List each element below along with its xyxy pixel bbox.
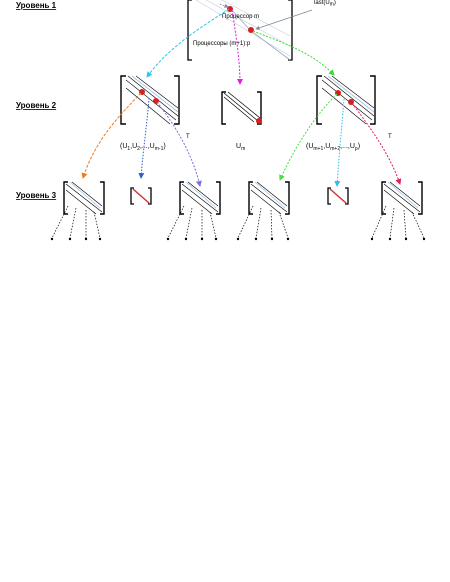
level3-matrix-f <box>381 181 423 215</box>
processor-m-label: Процессор m <box>222 14 259 20</box>
level2-right-label: (Um+1,Um+2,...,Up) <box>306 143 360 152</box>
level1-matrix <box>187 0 313 61</box>
arrow-l2-right-to-a <box>279 93 338 181</box>
level1-bracket-left <box>187 0 192 61</box>
level-2-label: Уровень 2 <box>16 101 57 110</box>
processor-m-dot <box>227 6 233 12</box>
level3-leaf-dots <box>50 237 426 241</box>
arrow-l1-to-center <box>231 9 243 85</box>
level3-leaf-fan-f <box>371 205 425 239</box>
level3-leaf-fan-a <box>51 205 101 239</box>
level3-matrix-a <box>63 181 105 215</box>
level-3-label: Уровень 3 <box>16 191 57 200</box>
processors-range-dot <box>248 27 254 33</box>
level2-right-matrix <box>316 75 376 125</box>
level3-matrix-b <box>130 187 152 205</box>
level2-left-matrix <box>120 75 180 125</box>
level3-leaf-fan-c <box>167 205 217 239</box>
level2-center-matrix <box>221 91 262 125</box>
level3-matrix-c <box>179 181 221 215</box>
level3-matrix-e <box>327 187 349 205</box>
level2-left-transpose: T <box>186 134 190 140</box>
level2-center-label: Um <box>236 143 245 152</box>
level1-bracket-right <box>288 0 293 61</box>
last-label: last(Um) <box>314 0 336 8</box>
level2-right-transpose: T <box>388 134 392 140</box>
arrow-l2-right-to-b <box>334 98 345 187</box>
arrow-l2-right-to-c <box>351 102 402 185</box>
arrow-l2-left-to-b <box>138 97 150 179</box>
arrow-l2-left-to-c <box>156 101 202 187</box>
level-1-label: Уровень 1 <box>16 1 57 10</box>
processors-range-label: Процессоры (m+1):p <box>193 41 251 47</box>
arrow-l1-to-left <box>146 8 230 78</box>
level3-leaf-fan-d <box>237 205 289 239</box>
arrow-l2-left-to-a <box>81 92 142 179</box>
level2-left-label: (U1,U2,...,Um-1) <box>120 143 166 152</box>
arrow-l1-to-right <box>252 30 335 76</box>
level3-matrix-d <box>248 181 290 215</box>
